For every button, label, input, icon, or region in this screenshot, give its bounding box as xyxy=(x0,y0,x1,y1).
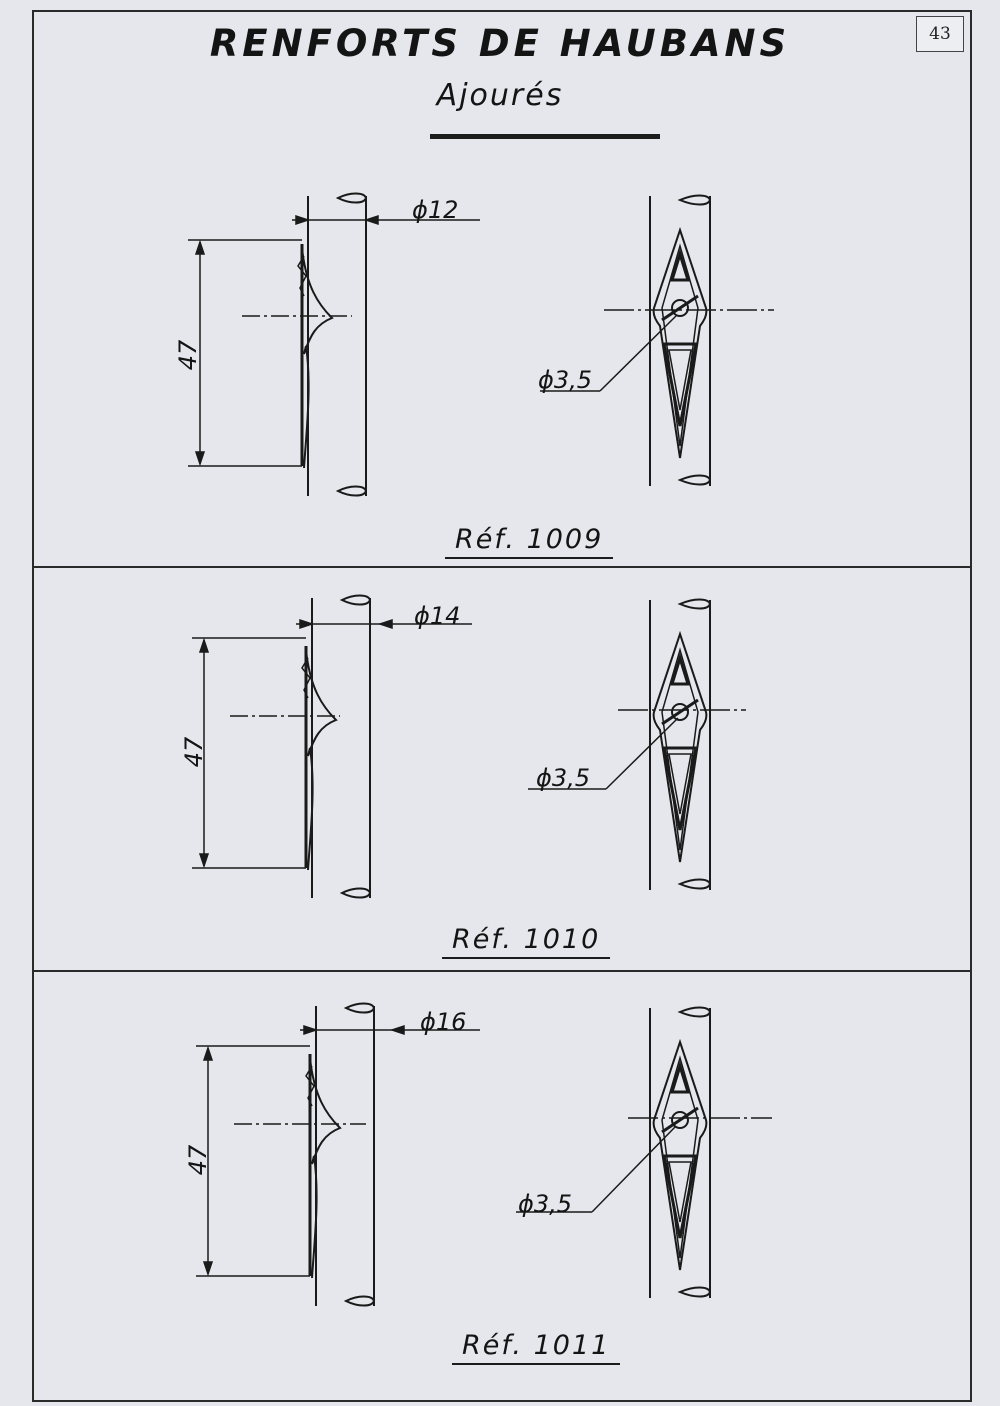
ref-label-1009: Réf. 1009 xyxy=(445,524,614,559)
hole-label-1011: ϕ3,5 xyxy=(518,1190,572,1218)
diameter-label-1011: ϕ16 xyxy=(420,1008,466,1036)
side-view-1011 xyxy=(196,1002,480,1308)
page-number: 43 xyxy=(916,16,964,52)
front-view-1009 xyxy=(540,194,774,488)
diameter-label-1010: ϕ14 xyxy=(414,602,460,630)
diameter-label-1009: ϕ12 xyxy=(412,196,458,224)
section-divider xyxy=(32,970,972,972)
height-dim-1010: 47 xyxy=(180,736,208,767)
page-subtitle: Ajourés xyxy=(436,78,564,113)
front-view-1010 xyxy=(528,598,746,892)
page-title: RENFORTS DE HAUBANS xyxy=(209,22,791,65)
side-view-1010 xyxy=(192,594,472,900)
ref-label-1010: Réf. 1010 xyxy=(442,924,611,959)
hole-label-1010: ϕ3,5 xyxy=(536,764,590,792)
front-view-1011 xyxy=(516,1006,772,1300)
sheet-frame xyxy=(32,10,972,1402)
height-dim-1011: 47 xyxy=(184,1144,212,1175)
ref-label-1011: Réf. 1011 xyxy=(452,1330,621,1365)
height-dim-1009: 47 xyxy=(174,339,202,370)
side-view-1009 xyxy=(188,192,480,498)
title-underline xyxy=(430,134,660,139)
section-divider xyxy=(32,566,972,568)
hole-label-1009: ϕ3,5 xyxy=(538,366,592,394)
